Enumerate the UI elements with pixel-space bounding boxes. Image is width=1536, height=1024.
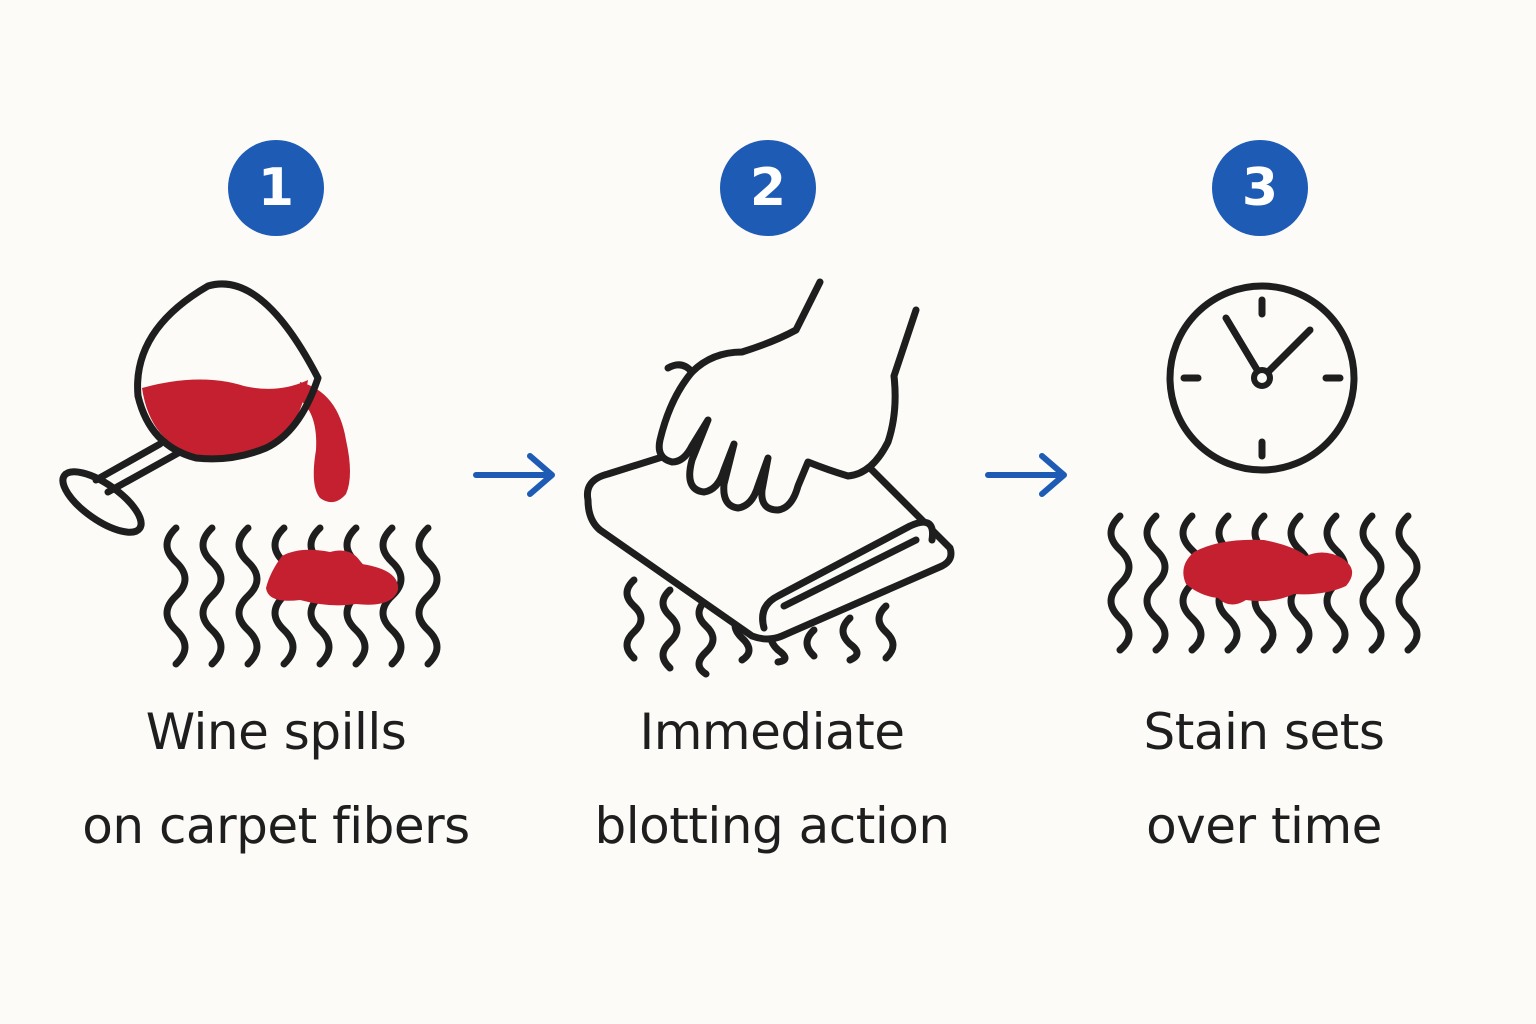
caption-line-2: over time	[1146, 797, 1382, 855]
step-number-badge: 1	[228, 140, 324, 236]
wine-glass-icon	[59, 280, 322, 536]
arrow-right-icon	[473, 453, 555, 497]
wine-stream-icon	[300, 382, 350, 503]
caption-line-2: on carpet fibers	[82, 797, 470, 855]
caption-line-1: Wine spills	[145, 703, 407, 761]
clock-icon	[1166, 282, 1358, 474]
step-number-badge: 2	[720, 140, 816, 236]
stain-sets-illustration	[1107, 282, 1421, 654]
step-1: 1 Wine spills on carpet fibers	[0, 0, 512, 1024]
caption-line-1: Stain sets	[1143, 703, 1385, 761]
wine-spill-illustration	[59, 280, 441, 668]
step-caption: Wine spills on carpet fibers	[0, 703, 556, 896]
hand-icon	[655, 278, 920, 514]
step-caption: Immediate blotting action	[492, 703, 1052, 896]
step-2: 2 Immediate blotting action	[512, 0, 1024, 1024]
caption-line-1: Immediate	[639, 703, 905, 761]
blotting-illustration	[583, 278, 955, 678]
wine-stain-icon	[266, 549, 399, 606]
carpet-fibers-icon	[623, 576, 897, 678]
step-3: 3 Stain sets over time	[1024, 0, 1536, 1024]
step-number-badge: 3	[1212, 140, 1308, 236]
arrow-right-icon	[985, 453, 1067, 497]
step-caption: Stain sets over time	[984, 703, 1536, 896]
caption-line-2: blotting action	[594, 797, 950, 855]
wine-stain-icon	[1183, 539, 1353, 605]
